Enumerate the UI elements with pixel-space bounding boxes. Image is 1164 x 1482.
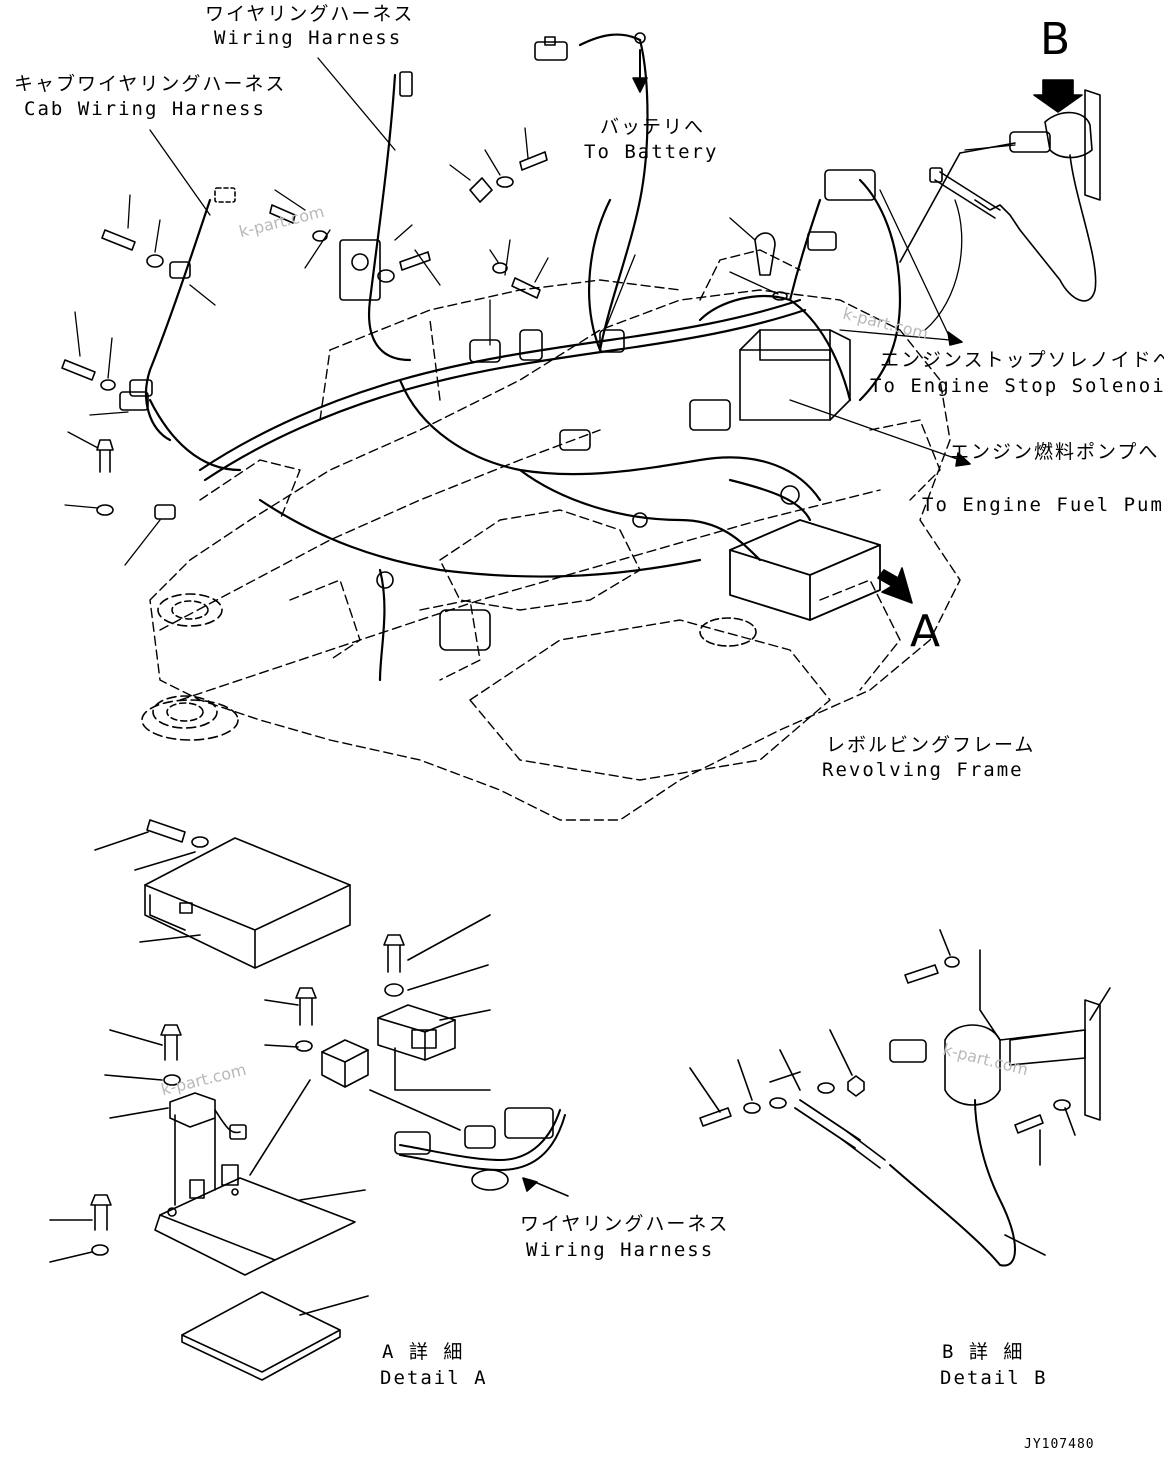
detail-b-ja-label: B 詳 細: [942, 1341, 1025, 1363]
stop-solenoid-top-right: [899, 89, 1101, 302]
harness-clamps: [129, 239, 851, 651]
view-a-letter: A: [910, 606, 941, 657]
view-arrow-b: [1033, 79, 1083, 113]
bolts-and-washers: [61, 151, 876, 516]
fuel-pump-ja-label: エンジン燃料ポンプへ: [950, 441, 1160, 463]
detail-a-en-label: Detail A: [380, 1367, 488, 1389]
detail-a-parts: [49, 819, 569, 1381]
drawing-code: JY107480: [1024, 1437, 1095, 1452]
cab-harness-ja-label: キャブワイヤリングハーネス: [14, 73, 287, 95]
harness-top-connector: [399, 71, 413, 97]
revolving-frame-en-label: Revolving Frame: [822, 759, 1024, 781]
fuel-pump-en-label: To Engine Fuel Pump: [922, 494, 1164, 516]
wiring-harness-bottom-en-label: Wiring Harness: [526, 1239, 715, 1261]
revolving-frame: [149, 249, 961, 821]
battery-ja-label: バッテリへ: [600, 116, 706, 138]
stop-solenoid-ja-label: エンジンストップソレノイドへ: [880, 349, 1164, 371]
controller-box-on-frame: [729, 519, 881, 621]
boom-foot-hole-upper: [157, 593, 223, 627]
battery-en-label: To Battery: [584, 141, 719, 163]
view-arrow-a: [877, 567, 913, 604]
revolving-frame-ja-label: レボルビングフレーム: [826, 734, 1036, 756]
detail-a-ja-label: A 詳 細: [382, 1341, 465, 1363]
detail-b-en-label: Detail B: [940, 1367, 1048, 1389]
boom-foot-hole-inner-upper: [171, 600, 209, 620]
view-b-letter: B: [1040, 14, 1071, 65]
leader-lines: [64, 57, 1016, 566]
stop-solenoid-en-label: To Engine Stop Solenoid: [870, 375, 1164, 397]
wiring-harness-top-en-label: Wiring Harness: [214, 27, 403, 49]
cab-harness-en-label: Cab Wiring Harness: [24, 98, 266, 120]
boom-foot-hole-lower: [152, 695, 218, 729]
battery-connector: [534, 32, 648, 93]
main-harness: [145, 33, 902, 682]
wiring-harness-bottom-ja-label: ワイヤリングハーネス: [520, 1213, 730, 1235]
swing-bearing-boss: [699, 617, 757, 647]
boom-foot-hole-inner-lower: [166, 702, 204, 722]
detail-b-parts: [689, 929, 1111, 1267]
wiring-harness-top-ja-label: ワイヤリングハーネス: [205, 3, 415, 25]
